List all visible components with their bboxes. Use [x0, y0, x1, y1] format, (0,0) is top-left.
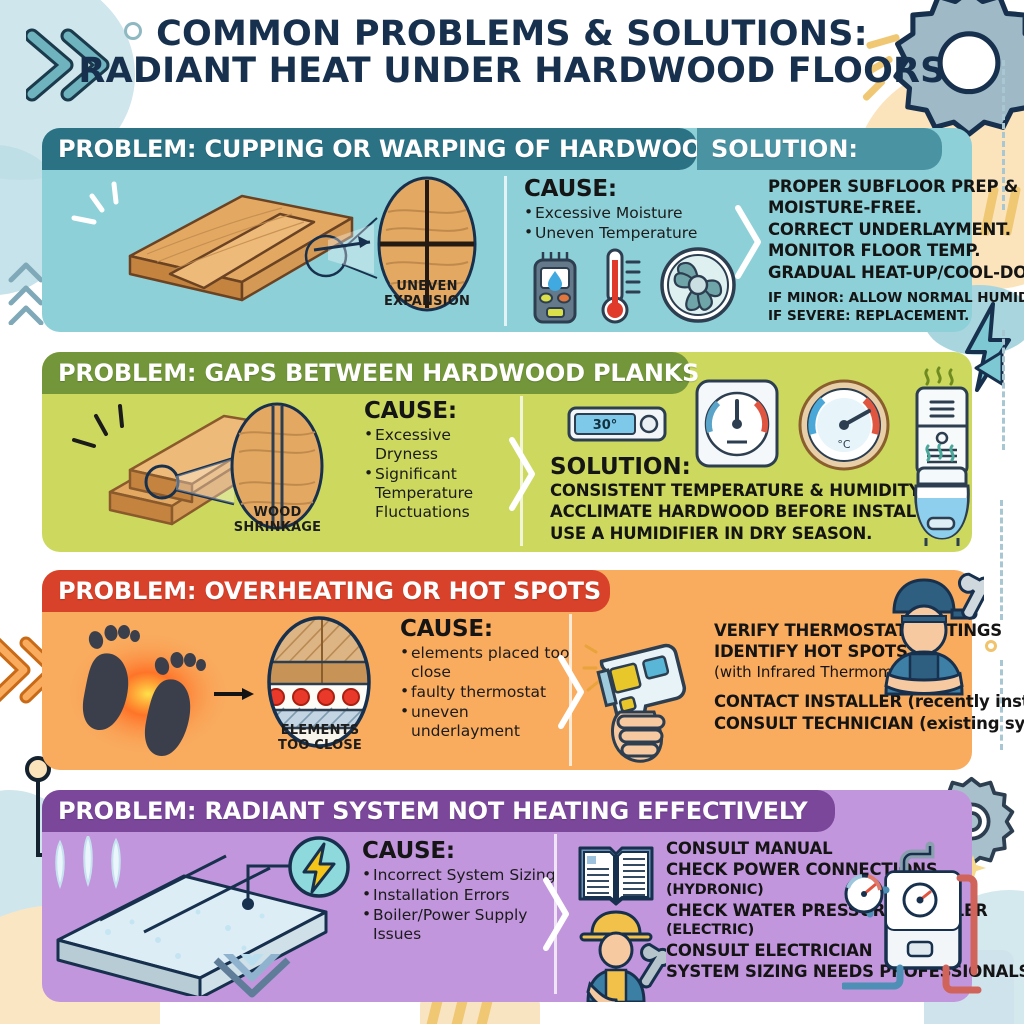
cause-list-gaps: Excessive Dryness Significant Temperatur… — [364, 425, 514, 522]
solution-line: CONSULT MANUAL — [666, 839, 833, 858]
thermostat-display-icon: 30° — [567, 406, 667, 442]
decor-dashed-line — [1002, 330, 1005, 450]
decor-dashed-line — [1000, 660, 1003, 750]
solution-note: (with Infrared Thermometer) — [714, 662, 929, 681]
solution-note: IF SEVERE: REPLACEMENT. — [768, 308, 970, 324]
cupped-planks-illustration — [71, 181, 378, 302]
circle-outline-icon — [985, 640, 997, 652]
section-not-heating: PROBLEM: RADIANT SYSTEM NOT HEATING EFFE… — [42, 790, 1024, 1002]
infrared-thermometer-icon — [582, 643, 687, 763]
section-gaps: PROBLEM: GAPS BETWEEN HARDWOOD PLANKS — [42, 352, 972, 552]
cause-list-overheating: elements placed too close faulty thermos… — [400, 643, 572, 741]
divider — [520, 396, 523, 546]
humidifier-icon — [914, 444, 970, 546]
section-cupping: PROBLEM: CUPPING OR WARPING OF HARDWOOD … — [42, 128, 1024, 332]
fan-icon — [660, 247, 736, 323]
solution-line: CONSISTENT TEMPERATURE & HUMIDITY — [550, 481, 921, 500]
cause-label-cupping: CAUSE: — [524, 176, 617, 202]
circle-outline-icon — [124, 22, 142, 40]
solution-line: GRADUAL HEAT-UP/COOL-DOWN. — [768, 262, 1024, 282]
solution-line: MONITOR FLOOR TEMP. — [768, 241, 981, 261]
manual-book-icon — [578, 846, 654, 906]
cause-label-gaps: CAUSE: — [364, 398, 457, 424]
solution-line: CONSULT ELECTRICIAN — [666, 941, 873, 960]
cause-list-cupping: Excessive Moisture Uneven Temperature — [524, 203, 724, 243]
solution-label-gaps: SOLUTION: — [550, 454, 691, 480]
divider — [554, 834, 557, 994]
section-overheating: PROBLEM: OVERHEATING OR HOT SPOTS — [42, 570, 1024, 770]
wood-cross-section-icon — [377, 176, 477, 312]
solution-line: USE A HUMIDIFIER IN DRY SEASON. — [550, 523, 873, 543]
connector-line — [25, 756, 106, 857]
chevron-up-double-icon — [4, 255, 49, 325]
thermometer-icon — [601, 248, 641, 324]
decor-dashed-line — [1000, 500, 1003, 620]
solution-tag: (ELECTRIC) — [666, 922, 755, 939]
divider — [504, 176, 507, 326]
technician-icon — [884, 572, 984, 696]
dial-thermometer-icon: °C — [798, 379, 890, 471]
gear-icon — [884, 0, 1024, 162]
lightning-bolt-icon — [288, 836, 350, 898]
decor-dashed-line — [1002, 60, 1005, 210]
cause-label-overheating: CAUSE: — [400, 616, 493, 642]
caption-uneven-expansion: UNEVEN EXPANSION — [383, 279, 471, 309]
solution-line: CONTACT INSTALLER (recently installed) o… — [714, 692, 1024, 712]
thermostat-value: 30° — [593, 418, 618, 433]
section-header-overheating: PROBLEM: OVERHEATING OR HOT SPOTS — [42, 570, 610, 612]
chevron-right-double-icon — [26, 28, 126, 103]
solution-note: IF MINOR: ALLOW NORMAL HUMIDITY. — [768, 290, 1024, 307]
boiler-icon — [842, 841, 982, 994]
caption-wood-shrinkage: WOOD SHRINKAGE — [233, 505, 322, 535]
cause-label-not-heating: CAUSE: — [362, 838, 455, 864]
solution-tag: (HYDRONIC) — [666, 881, 764, 898]
wood-shrinkage-cross-section-icon — [230, 402, 324, 530]
electrician-icon — [579, 910, 666, 1002]
cause-item: uneven underlayment — [400, 702, 572, 741]
floor-cross-section-icon — [267, 616, 371, 748]
cause-list-not-heating: Incorrect System Sizing Installation Err… — [362, 865, 557, 944]
section-header-not-heating: PROBLEM: RADIANT SYSTEM NOT HEATING EFFE… — [42, 790, 835, 832]
chevron-right-icon — [735, 205, 761, 279]
cause-item: Incorrect System Sizing — [362, 865, 557, 885]
cause-item: Boiler/Power Supply Issues — [362, 905, 557, 944]
solution-line: ACCLIMATE HARDWOOD BEFORE INSTALL. — [550, 502, 933, 522]
cause-item: elements placed too close — [400, 643, 572, 682]
solution-line: CORRECT UNDERLAYMENT. — [768, 219, 1011, 239]
hygrometer-icon — [695, 379, 779, 468]
divider — [569, 614, 572, 766]
chevron-right-icon — [543, 877, 569, 951]
caption-elements-too-close: ELEMENTS TOO CLOSE — [278, 723, 362, 753]
page-title: COMMON PROBLEMS & SOLUTIONS: RADIANT HEA… — [0, 14, 1024, 92]
title-line-2: RADIANT HEAT UNDER HARDWOOD FLOORS — [78, 51, 946, 92]
solution-line: MOISTURE-FREE. — [768, 198, 922, 218]
solution-line: CHECK POWER CONNECTIONS. — [666, 860, 944, 880]
thermometer-unit: °C — [837, 438, 851, 451]
cause-item: faulty thermostat — [400, 682, 572, 702]
solution-line: PROPER SUBFLOOR PREP & — [768, 177, 1019, 196]
cause-item: Uneven Temperature — [524, 223, 724, 243]
cause-item: Excessive Moisture — [524, 203, 724, 223]
cause-item: Installation Errors — [362, 885, 557, 905]
lightning-bolt-icon — [965, 302, 1011, 392]
solution-header-cupping: SOLUTION: — [697, 128, 942, 170]
solution-line: CONSULT TECHNICIAN (existing systems). — [714, 713, 1024, 733]
title-line-1: COMMON PROBLEMS & SOLUTIONS: — [156, 14, 868, 54]
hot-feet-icon — [66, 625, 254, 756]
cause-item: Excessive Dryness — [364, 425, 514, 464]
cause-item: Significant Temperature Fluctuations — [364, 464, 514, 522]
chevron-down-triple-icon — [213, 954, 291, 998]
section-header-gaps: PROBLEM: GAPS BETWEEN HARDWOOD PLANKS — [42, 352, 699, 394]
arrow-icon — [974, 350, 1004, 386]
chevron-right-icon — [558, 655, 584, 729]
moisture-meter-icon — [533, 252, 577, 324]
solution-line: IDENTIFY HOT SPOTS — [714, 642, 908, 662]
section-header-cupping: PROBLEM: CUPPING OR WARPING OF HARDWOOD — [42, 128, 722, 170]
chevron-right-icon — [509, 437, 535, 511]
